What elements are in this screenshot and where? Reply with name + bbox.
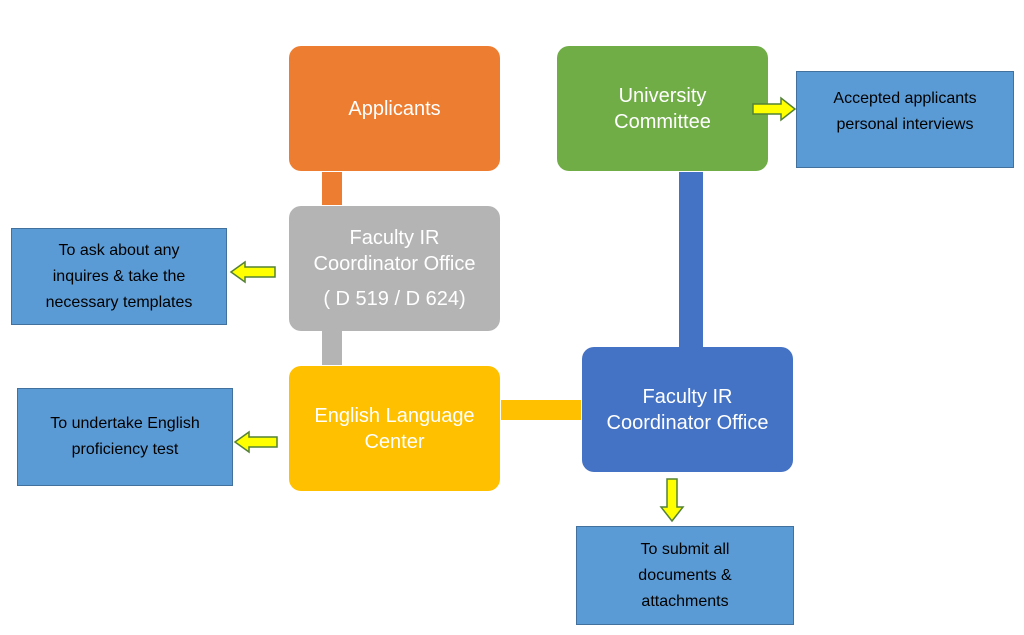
right-arrow-icon (752, 96, 797, 122)
inquiries-note-line-3: necessary templates (45, 293, 193, 311)
submit-documents-note: To submit all documents & attachments (576, 526, 794, 625)
english-language-center-box: English Language Center (289, 366, 500, 491)
university-committee-line-1: University (618, 84, 707, 107)
english-test-note: To undertake English proficiency test (17, 388, 233, 486)
submit-documents-note-line-1: To submit all (640, 540, 730, 558)
faculty-ir-coordinator-office-top-box: Faculty IR Coordinator Office ( D 519 / … (289, 206, 500, 331)
coordinator-bottom-line-1: Faculty IR (642, 385, 733, 408)
interviews-note-line-1: Accepted applicants (833, 90, 977, 107)
interviews-note: Accepted applicants personal interviews (796, 71, 1014, 168)
english-test-note-line-1: To undertake English (50, 415, 200, 432)
connector-coordinator-english (322, 331, 342, 365)
applicants-box: Applicants (289, 46, 500, 171)
coordinator-top-line-1: Faculty IR (349, 227, 440, 249)
connector-committee-coordinator-bottom (679, 172, 703, 347)
inquiries-note-line-2: inquires & take the (52, 267, 186, 285)
coordinator-top-line-2: Coordinator Office (313, 253, 476, 275)
university-committee-box: University Committee (557, 46, 768, 171)
inquiries-note-line-1: To ask about any (58, 241, 180, 259)
applicants-label: Applicants (348, 97, 441, 120)
english-center-line-2: Center (364, 430, 425, 453)
left-arrow-icon (233, 430, 278, 454)
left-arrow-icon (229, 260, 276, 284)
english-center-line-1: English Language (314, 404, 475, 427)
coordinator-bottom-line-2: Coordinator Office (606, 411, 769, 434)
submit-documents-note-line-3: attachments (641, 592, 729, 610)
faculty-ir-coordinator-office-bottom-box: Faculty IR Coordinator Office (582, 347, 793, 472)
english-test-note-line-2: proficiency test (71, 441, 179, 458)
university-committee-line-2: Committee (614, 110, 711, 133)
inquiries-note: To ask about any inquires & take the nec… (11, 228, 227, 325)
down-arrow-icon (659, 478, 685, 523)
interviews-note-line-2: personal interviews (836, 116, 974, 133)
coordinator-top-room-numbers: ( D 519 / D 624) (323, 288, 466, 310)
connector-english-coordinator-bottom (501, 400, 581, 420)
submit-documents-note-line-2: documents & (638, 566, 732, 584)
connector-applicants-coordinator (322, 172, 342, 205)
